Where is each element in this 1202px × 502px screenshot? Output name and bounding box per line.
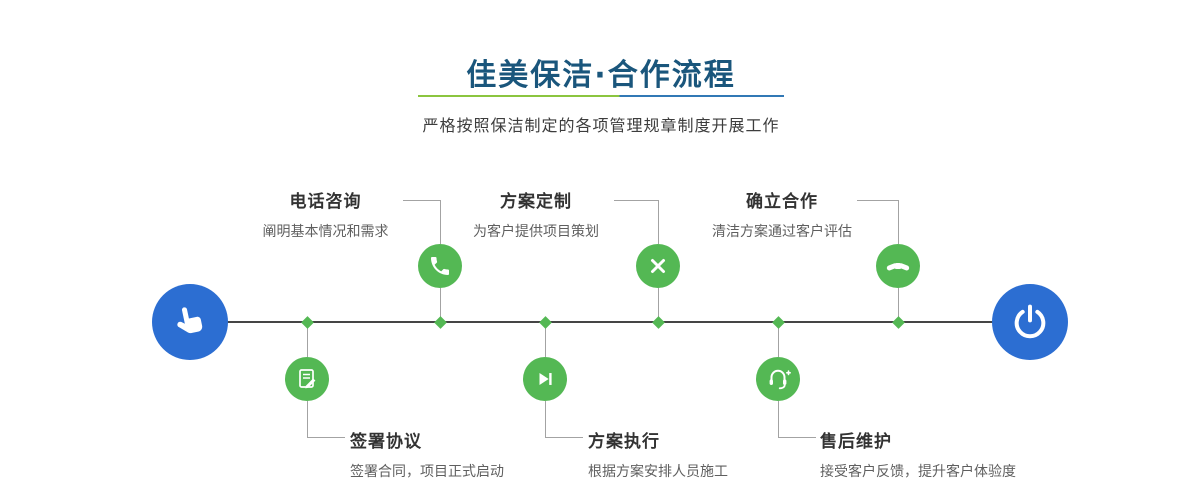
step-title: 售后维护 <box>820 432 892 452</box>
timeline-start-node <box>152 284 228 360</box>
timeline-node-diamond <box>539 316 552 329</box>
step-node-design <box>636 244 680 288</box>
page-subtitle: 严格按照保洁制定的各项管理规章制度开展工作 <box>422 116 780 135</box>
headset-icon <box>769 369 791 390</box>
connector <box>440 200 441 244</box>
connector <box>898 200 899 244</box>
power-icon <box>1014 304 1046 339</box>
connector <box>658 200 659 244</box>
step-title: 确立合作 <box>746 192 818 212</box>
connector <box>898 288 899 322</box>
connector <box>403 200 440 201</box>
connector <box>614 200 658 201</box>
pointing-hand-icon <box>177 307 203 334</box>
step-label-execute: 方案执行 根据方案安排人员施工 <box>588 427 748 481</box>
step-label-phone: 电话咨询 阐明基本情况和需求 <box>243 187 408 241</box>
step-label-contract: 签署协议 签署合同，项目正式启动 <box>350 427 530 481</box>
step-title: 签署协议 <box>350 432 422 452</box>
step-desc: 签署合同，项目正式启动 <box>350 464 504 480</box>
connector <box>545 401 546 437</box>
step-title: 方案执行 <box>588 432 660 452</box>
timeline-line <box>190 321 1030 323</box>
timeline-node-diamond <box>652 316 665 329</box>
connector <box>658 288 659 322</box>
connector <box>778 437 816 438</box>
connector <box>778 401 779 437</box>
phone-icon <box>431 257 449 275</box>
design-tools-icon <box>651 259 665 273</box>
step-label-design: 方案定制 为客户提供项目策划 <box>458 187 614 241</box>
timeline-node-diamond <box>434 316 447 329</box>
connector <box>307 437 345 438</box>
step-desc: 接受客户反馈，提升客户体验度 <box>820 464 1016 480</box>
page-title: 佳美保洁·合作流程 <box>466 58 736 93</box>
step-node-execute <box>523 357 567 401</box>
connector <box>307 323 308 357</box>
handshake-icon <box>886 262 910 271</box>
connector <box>307 401 308 437</box>
step-desc: 清洁方案通过客户评估 <box>712 224 852 240</box>
connector <box>545 437 583 438</box>
step-node-phone <box>418 244 462 288</box>
title-divider <box>418 95 784 97</box>
contract-icon <box>299 369 316 389</box>
timeline-node-diamond <box>301 316 314 329</box>
connector <box>778 323 779 357</box>
timeline-end-node <box>992 284 1068 360</box>
step-node-contract <box>285 357 329 401</box>
timeline-node-diamond <box>772 316 785 329</box>
step-node-cooperation <box>876 244 920 288</box>
connector <box>545 323 546 357</box>
step-label-support: 售后维护 接受客户反馈，提升客户体验度 <box>820 427 1035 481</box>
connector <box>440 288 441 322</box>
connector <box>857 200 898 201</box>
timeline-node-diamond <box>892 316 905 329</box>
step-node-support <box>756 357 800 401</box>
step-title: 电话咨询 <box>289 192 362 212</box>
step-label-cooperation: 确立合作 清洁方案通过客户评估 <box>702 187 862 241</box>
step-title: 方案定制 <box>500 192 572 212</box>
step-desc: 阐明基本情况和需求 <box>262 224 389 240</box>
play-icon <box>539 373 552 385</box>
step-desc: 根据方案安排人员施工 <box>588 464 728 480</box>
step-desc: 为客户提供项目策划 <box>473 224 599 240</box>
